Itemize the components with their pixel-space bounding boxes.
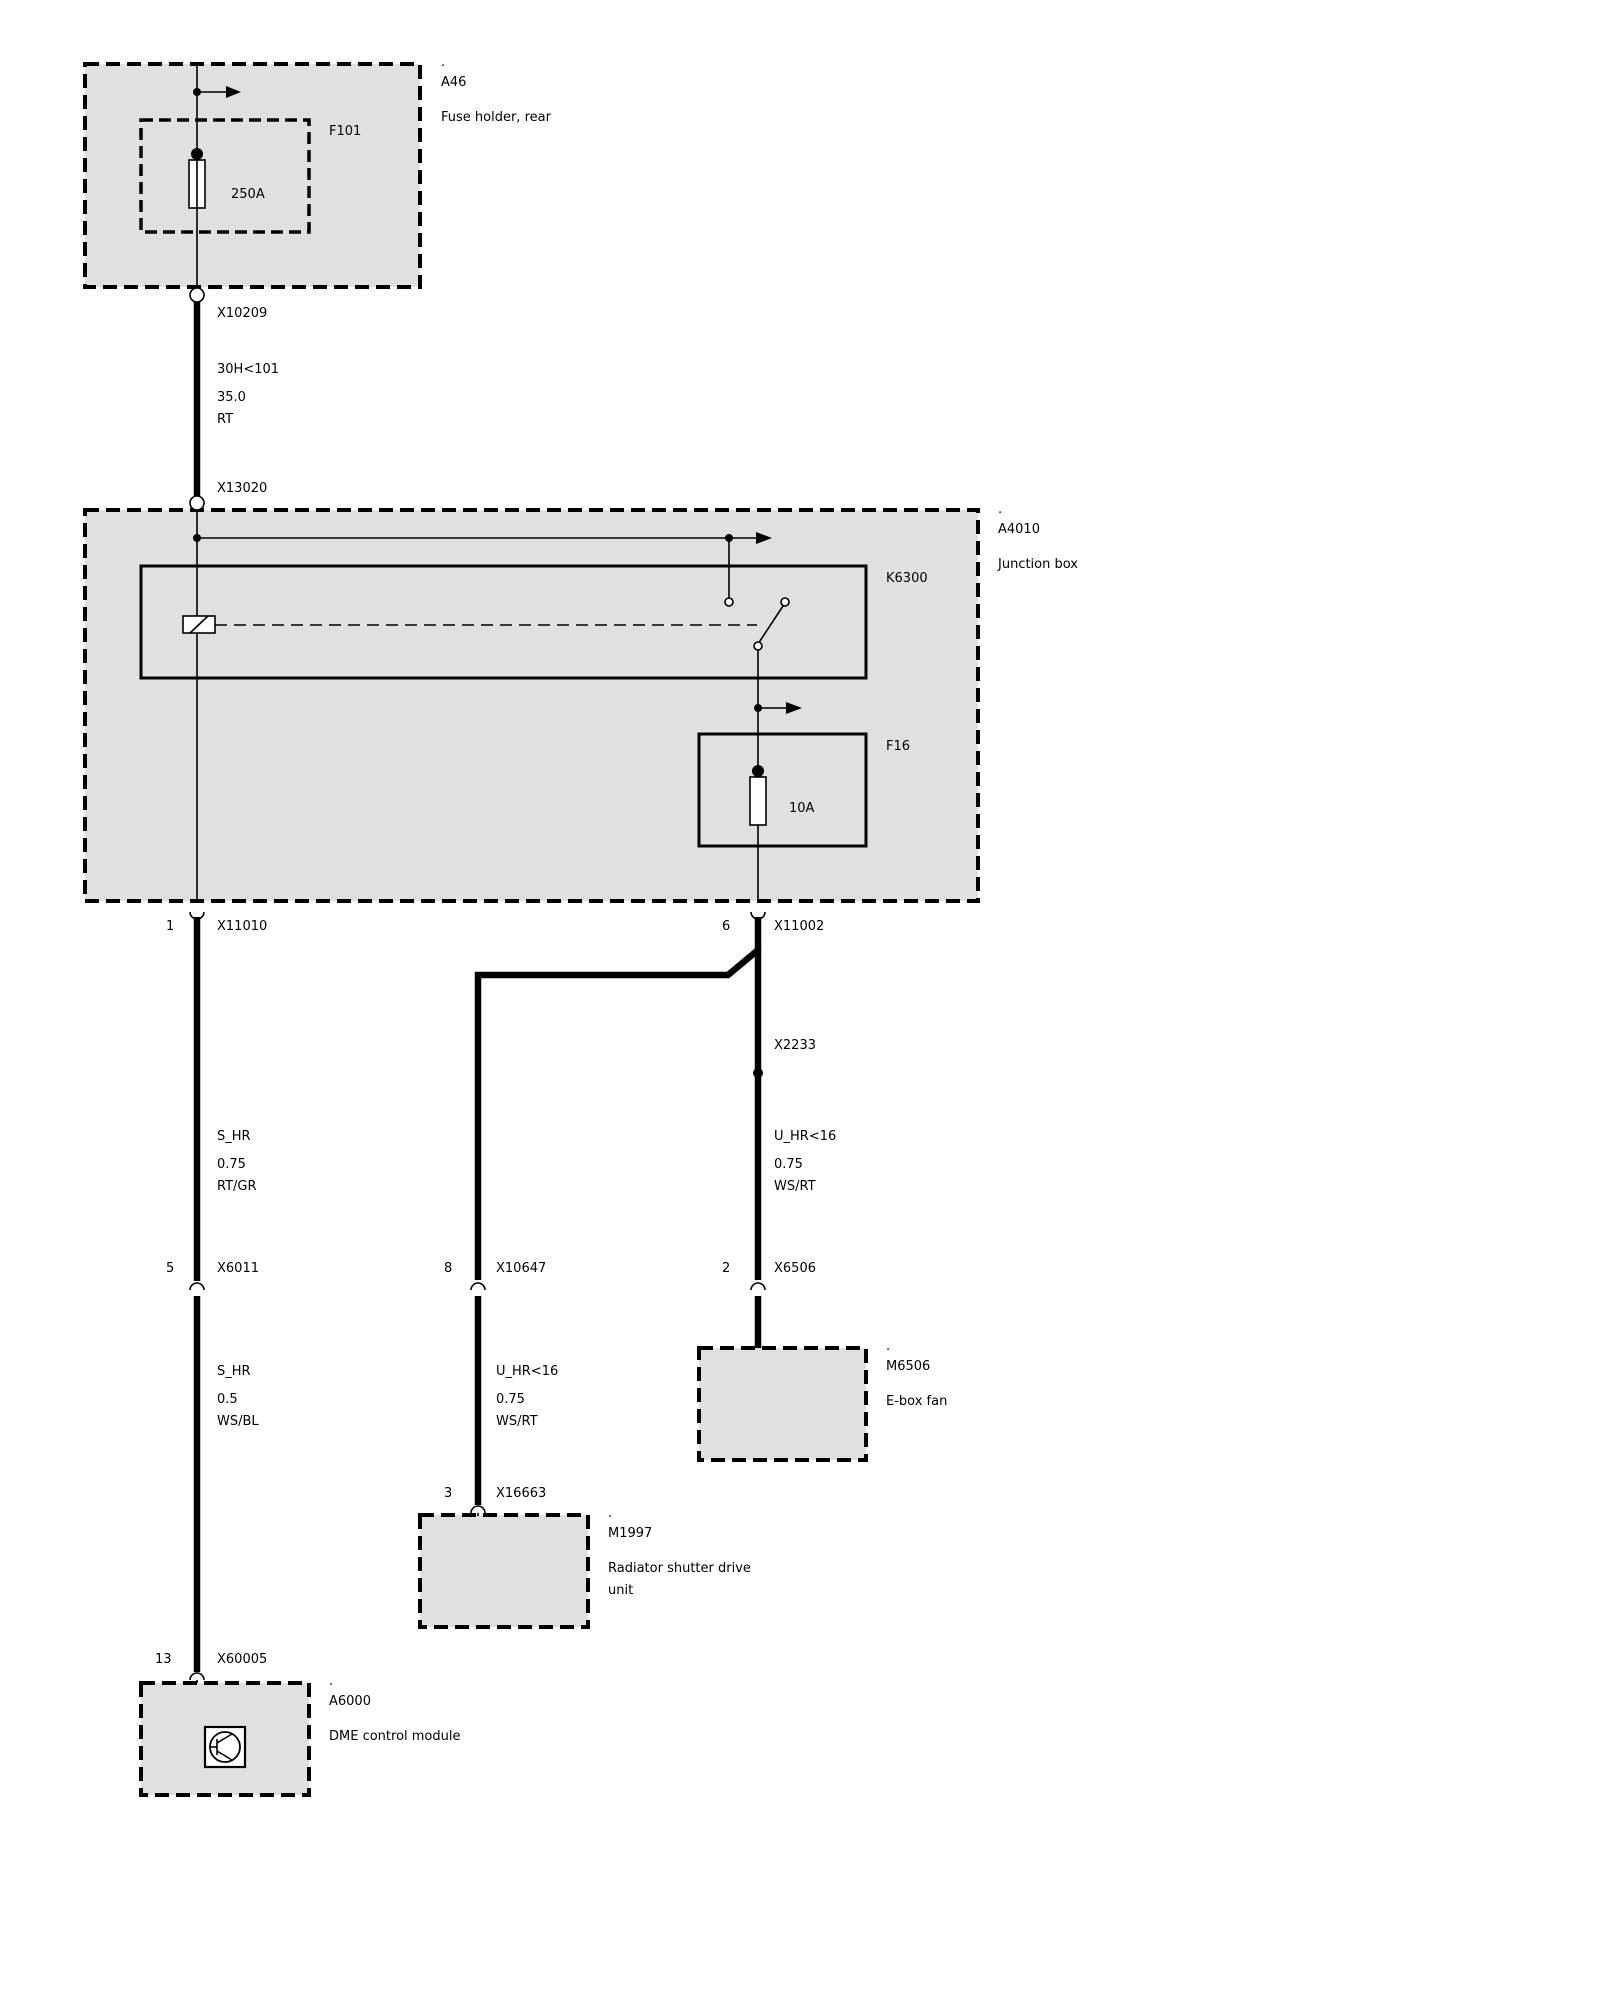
m1997-id: M1997	[608, 1526, 652, 1541]
f16-branch-arrow	[786, 702, 802, 714]
a46-fuse-holder-box	[83, 62, 422, 289]
relay-switch-pivot	[753, 641, 763, 651]
a6000-dot: .	[329, 1674, 333, 1689]
u-hr-middle-color: WS/RT	[496, 1414, 538, 1429]
s-hr-upper-signal: S_HR	[217, 1129, 251, 1144]
x6506-pin: 2	[722, 1261, 730, 1276]
a4010-dot: .	[998, 502, 1002, 517]
x6506-id: X6506	[774, 1261, 816, 1276]
f16-fuse-terminal	[752, 765, 764, 777]
f16-id: F16	[886, 739, 910, 754]
f16-fuse-symbol	[749, 776, 767, 826]
dme-transistor-emitter	[216, 1750, 233, 1761]
m6506-fan-box	[697, 1346, 868, 1462]
s-hr-lower-color: WS/BL	[217, 1414, 259, 1429]
x6506-connector-icon	[750, 1282, 766, 1291]
relay-switch-contact	[780, 597, 790, 607]
u-hr-right-size: 0.75	[774, 1157, 803, 1172]
x10647-connector-icon	[470, 1282, 486, 1291]
m6506-desc: E-box fan	[886, 1394, 947, 1409]
u-hr-middle-signal: U_HR<16	[496, 1364, 558, 1379]
x13020-label: X13020	[217, 481, 267, 496]
x10647-id: X10647	[496, 1261, 546, 1276]
s-hr-lower-size: 0.5	[217, 1392, 238, 1407]
x2233-splice	[753, 1068, 763, 1078]
x60005-id: X60005	[217, 1652, 267, 1667]
f101-fuse-outline	[139, 118, 311, 234]
a46-id: A46	[441, 75, 466, 90]
a4010-junction-box	[83, 508, 980, 903]
x16663-id: X16663	[496, 1486, 546, 1501]
w30h-color: RT	[217, 412, 233, 427]
m1997-desc-line1: Radiator shutter drive	[608, 1561, 751, 1576]
a6000-id: A6000	[329, 1694, 371, 1709]
s-hr-upper-size: 0.75	[217, 1157, 246, 1172]
relay-switch-blade	[757, 605, 784, 645]
x16663-connector-icon	[470, 1505, 486, 1514]
a46-continuation-arrow	[226, 86, 241, 98]
x6011-pin: 5	[166, 1261, 174, 1276]
u-hr-right-signal: U_HR<16	[774, 1129, 836, 1144]
w30h-signal: 30H<101	[217, 362, 279, 377]
f16-rating: 10A	[789, 801, 815, 816]
k6300-id: K6300	[886, 571, 928, 586]
x11010-id: X11010	[217, 919, 267, 934]
f101-rating: 250A	[231, 187, 265, 202]
x11010-pin: 1	[166, 919, 174, 934]
m6506-dot: .	[886, 1339, 890, 1354]
x10209-connector	[189, 287, 205, 303]
f101-id: F101	[329, 124, 361, 139]
x10647-pin: 8	[444, 1261, 452, 1276]
x11002-pin: 6	[722, 919, 730, 934]
s-hr-lower-signal: S_HR	[217, 1364, 251, 1379]
m1997-dot: .	[608, 1506, 612, 1521]
u-hr-right-color: WS/RT	[774, 1179, 816, 1194]
f16-fuse-box	[697, 732, 868, 848]
m1997-shutter-box	[418, 1513, 590, 1629]
x10209-label: X10209	[217, 306, 267, 321]
x16663-pin: 3	[444, 1486, 452, 1501]
junction-bus-arrow	[756, 532, 772, 544]
x11002-id: X11002	[774, 919, 824, 934]
a46-desc: Fuse holder, rear	[441, 110, 552, 125]
x60005-connector-icon	[189, 1672, 205, 1681]
x6011-connector-icon	[189, 1282, 205, 1291]
w30h-size: 35.0	[217, 390, 246, 405]
a6000-desc: DME control module	[329, 1729, 461, 1744]
a4010-id: A4010	[998, 522, 1040, 537]
m1997-desc-line2: unit	[608, 1583, 633, 1598]
x6011-id: X6011	[217, 1261, 259, 1276]
x2233-label: X2233	[774, 1038, 816, 1053]
f101-fuse-terminal	[191, 148, 203, 160]
k6300-coil-slash	[189, 615, 209, 634]
x60005-pin: 13	[155, 1652, 172, 1667]
m6506-id: M6506	[886, 1359, 930, 1374]
wire-u-hr-middle-upper	[474, 917, 762, 1280]
u-hr-middle-size: 0.75	[496, 1392, 525, 1407]
s-hr-upper-color: RT/GR	[217, 1179, 257, 1194]
k6300-relay-box	[139, 564, 868, 680]
a4010-desc: Junction box	[997, 557, 1078, 572]
dme-transistor-collector	[216, 1733, 233, 1744]
relay-fixed-contact	[724, 597, 734, 607]
a46-dot: .	[441, 55, 445, 70]
x13020-connector	[189, 495, 205, 511]
